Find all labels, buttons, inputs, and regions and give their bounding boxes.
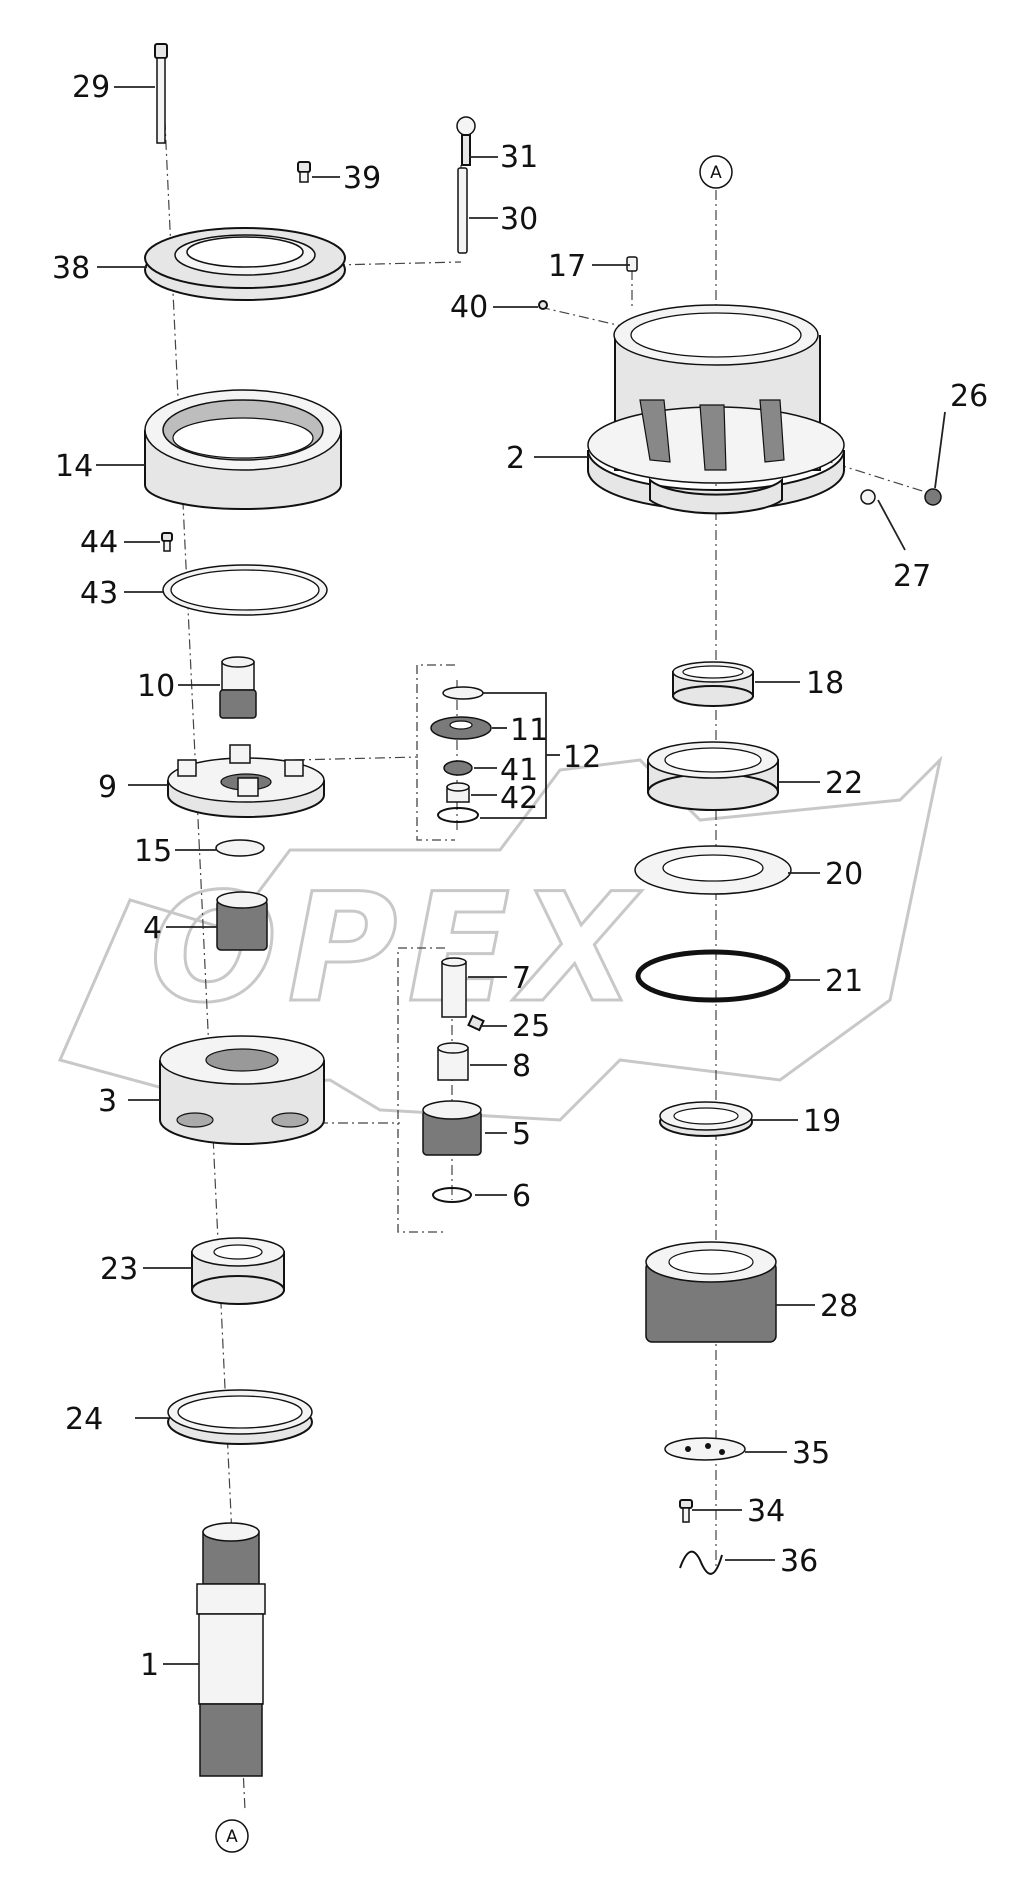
- dowel-pin-17: [626, 256, 638, 272]
- reference-mark-top: A: [699, 155, 733, 189]
- callout-17: 17: [548, 249, 586, 284]
- callout-22: 22: [825, 766, 863, 801]
- callout-27: 27: [893, 559, 931, 594]
- callout-42: 42: [500, 781, 538, 816]
- plug-27: [860, 489, 876, 505]
- bearing-23: [191, 1237, 285, 1305]
- dipstick-31: [456, 116, 476, 166]
- callout-18: 18: [806, 666, 844, 701]
- plug-26: [924, 488, 942, 506]
- left-center-axis: [161, 59, 246, 1811]
- callout-34: 34: [747, 1494, 785, 1529]
- group-bracket-12: [416, 664, 455, 841]
- callout-7: 7: [512, 961, 531, 996]
- carrier1-link: [294, 756, 419, 761]
- callout-2: 2: [506, 441, 525, 476]
- bearing-22: [647, 741, 779, 811]
- callout-3: 3: [98, 1084, 117, 1119]
- callout-8: 8: [512, 1049, 531, 1084]
- carrier-3: [159, 1035, 325, 1145]
- callout-29: 29: [72, 70, 110, 105]
- screw-44: [161, 532, 173, 552]
- seal-20: [634, 845, 792, 895]
- pin-40: [538, 300, 548, 310]
- ring-gear-14: [144, 389, 342, 510]
- sun-gear-10: [219, 656, 257, 719]
- bushing-42: [446, 782, 470, 803]
- callout-5: 5: [512, 1117, 531, 1152]
- ring-24: [167, 1389, 313, 1445]
- housing-2: [587, 304, 845, 515]
- leader-lines: [96, 86, 946, 1665]
- callout-25: 25: [512, 1009, 550, 1044]
- callout-labels: 29 39 31 30 38 17 40 26 2 14 27 44 43 10…: [52, 70, 988, 1683]
- planet-gear-5: [422, 1100, 482, 1156]
- callout-30: 30: [500, 202, 538, 237]
- bearing-race-18: [672, 661, 754, 707]
- callout-23: 23: [100, 1252, 138, 1287]
- lock-wire-36: [679, 1550, 723, 1575]
- reference-mark-top-text: A: [710, 163, 722, 183]
- callout-43: 43: [80, 576, 118, 611]
- callout-14: 14: [55, 449, 93, 484]
- reference-mark-bottom-text: A: [226, 1827, 238, 1847]
- pinion-28: [645, 1241, 777, 1343]
- small-pin-axis: [539, 306, 631, 329]
- bearing-41: [443, 760, 473, 776]
- callout-11: 11: [510, 713, 548, 748]
- callout-15: 15: [134, 834, 172, 869]
- seal-19: [659, 1101, 753, 1137]
- bolt-34: [679, 1499, 693, 1523]
- callout-39: 39: [343, 161, 381, 196]
- washer-15: [215, 839, 265, 857]
- callout-9: 9: [98, 770, 117, 805]
- gasket-43: [162, 564, 328, 616]
- o-ring-21: [635, 949, 791, 1003]
- callout-21: 21: [825, 964, 863, 999]
- sun-gear-4: [216, 891, 268, 951]
- callout-26: 26: [950, 379, 988, 414]
- callout-35: 35: [792, 1436, 830, 1471]
- bolt-29: [154, 43, 168, 144]
- callout-44: 44: [80, 525, 118, 560]
- callout-41: 41: [500, 753, 538, 788]
- callout-40: 40: [450, 290, 488, 325]
- callout-10: 10: [137, 669, 175, 704]
- callout-12: 12: [563, 740, 601, 775]
- ring-42-bottom: [437, 807, 479, 823]
- cover-plate-38: [144, 227, 346, 301]
- ring-to-pin-link: [334, 261, 462, 266]
- callout-4: 4: [143, 911, 162, 946]
- callout-19: 19: [803, 1104, 841, 1139]
- callout-1: 1: [140, 1648, 159, 1683]
- callout-6: 6: [512, 1179, 531, 1214]
- callout-36: 36: [780, 1544, 818, 1579]
- snap-ring-6: [432, 1187, 472, 1203]
- reference-mark-bottom: A: [215, 1819, 249, 1853]
- group-bracket-planet: [397, 947, 445, 1233]
- callout-31: 31: [500, 140, 538, 175]
- pinion-shaft-1: [196, 1522, 266, 1777]
- callout-38: 38: [52, 251, 90, 286]
- pin-7: [441, 957, 467, 1018]
- planet-gear-11: [430, 686, 492, 740]
- bolt-39: [297, 161, 311, 183]
- callout-24: 24: [65, 1402, 103, 1437]
- tube-30: [457, 167, 468, 254]
- callout-20: 20: [825, 857, 863, 892]
- carrier-9: [167, 744, 325, 818]
- plate-35: [664, 1437, 746, 1461]
- callout-28: 28: [820, 1289, 858, 1324]
- bushing-8: [437, 1042, 469, 1081]
